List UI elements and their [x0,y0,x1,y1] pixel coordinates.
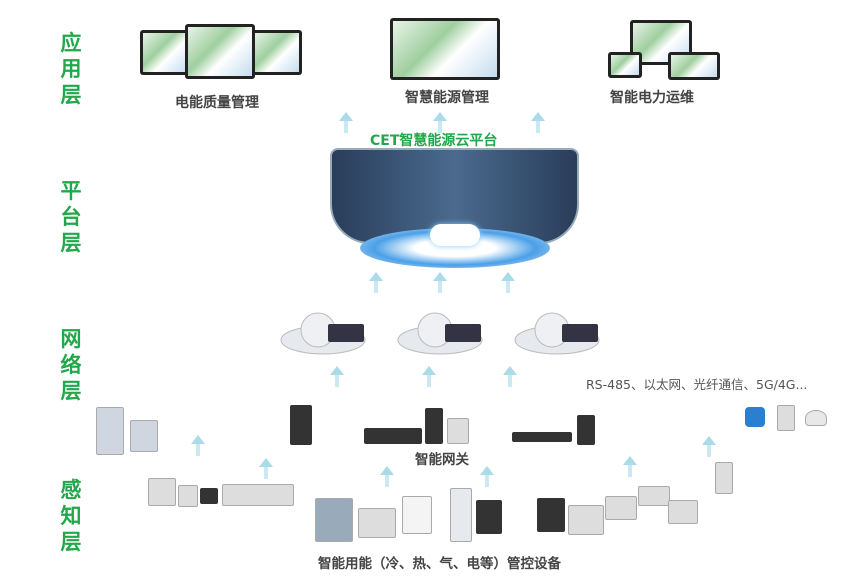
layer-perception-label: 感知层 [60,478,82,554]
monitor-image [252,30,302,75]
breaker-device [222,484,294,506]
app-label-energy-mgmt: 智慧能源管理 [405,90,489,106]
controller-device [315,498,353,542]
devices-label: 智能用能（冷、热、气、电等）管控设备 [318,556,561,572]
cloud-icon [514,312,600,355]
kiosk-device [450,488,472,542]
tablet-image [608,52,642,78]
controller-device [537,498,565,532]
platform-title: CET智慧能源云平台 [370,133,498,149]
gateway-label: 智能网关 [415,452,469,468]
meter-device [200,488,218,504]
meter-device [148,478,176,506]
gateway-device [512,432,572,442]
gateway-device [577,415,595,445]
meter-device [605,496,637,520]
monitor-image [140,30,190,75]
meter-device [402,496,432,534]
meter-device [358,508,396,538]
gateway-device [290,405,312,445]
breaker-device [568,505,604,535]
wireless-sensor-device [715,462,733,494]
controller-device [476,500,502,534]
gateway-device [425,408,443,444]
cloud-icon [430,224,480,246]
monitor-image [185,24,255,79]
network-protocols: RS-485、以太网、光纤通信、5G/4G... [586,377,808,392]
gateway-device [447,418,469,444]
sensor-device [638,486,670,506]
app-label-om: 智能电力运维 [610,90,694,106]
cloud-icon [280,312,366,355]
smoke-detector-device [805,410,827,426]
layer-network-label: 网络层 [60,327,82,403]
monitor-image [390,18,500,80]
laptop-image [668,52,720,80]
meter-device [178,485,198,507]
cloud-icon [397,312,483,355]
layer-application-label: 应用层 [60,31,82,107]
meter-device [668,500,698,524]
meter-device [777,405,795,431]
gateway-device [364,428,422,444]
meter-device [130,420,158,452]
layer-platform-label: 平台层 [60,179,82,255]
sensor-device [745,407,765,427]
meter-device [96,407,124,455]
app-label-power-quality: 电能质量管理 [175,95,259,111]
